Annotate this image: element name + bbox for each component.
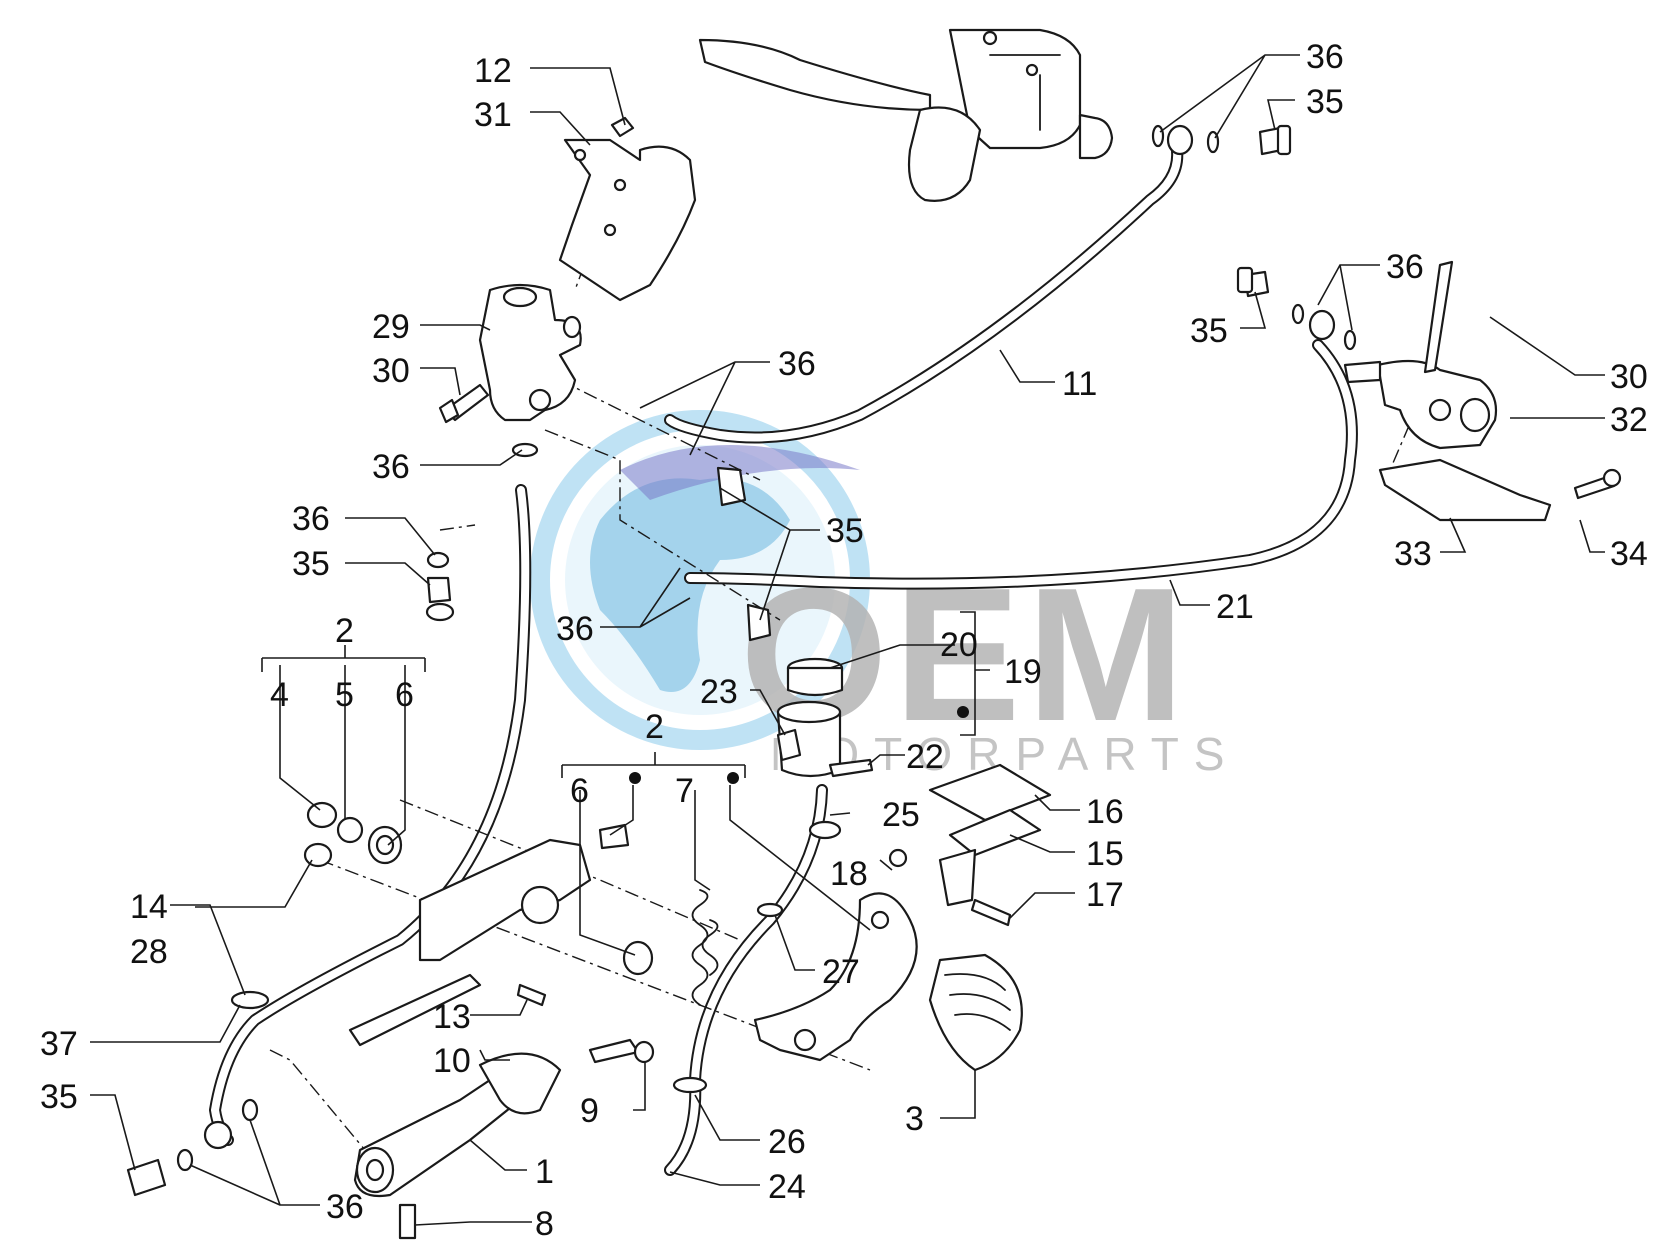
- callout-8: 8: [535, 1205, 554, 1243]
- callout-13: 13: [433, 998, 471, 1036]
- oem-motorparts-watermark: OEM MOTORPARTS: [530, 410, 1224, 780]
- callout-17: 17: [1086, 876, 1124, 914]
- banjo-bolt-35-left: [425, 551, 455, 622]
- callout-leaders: [90, 54, 1605, 1226]
- callout-labels: 12 31 36 35 29 30 36 11 36 36 35 36 35 3…: [40, 38, 1648, 1243]
- callout-14: 14: [130, 888, 168, 926]
- callout-24: 24: [768, 1168, 806, 1206]
- callout-35-left: 35: [292, 545, 330, 583]
- callout-35-top: 35: [1306, 83, 1344, 121]
- rear-master-cylinder-1: [353, 1038, 655, 1240]
- callout-30-right: 30: [1610, 358, 1648, 396]
- hose-24: [664, 784, 828, 1176]
- bracket-31: [558, 116, 697, 302]
- brake-splitter-29: [438, 283, 582, 424]
- callout-27: 27: [822, 953, 860, 991]
- callout-4: 4: [270, 676, 289, 714]
- clip-23: [776, 728, 802, 762]
- clamps: [230, 820, 842, 1094]
- reservoir-19: [776, 657, 844, 778]
- callout-11: 11: [1062, 365, 1097, 403]
- banjo-bolt-35-bottom: [126, 1098, 259, 1197]
- callout-16: 16: [1086, 793, 1124, 831]
- reference-dot: [957, 706, 969, 718]
- callout-5: 5: [335, 676, 354, 714]
- callout-3: 3: [905, 1100, 924, 1138]
- callout-21: 21: [1216, 588, 1254, 626]
- hose-11: [664, 134, 1184, 444]
- callout-25: 25: [882, 796, 920, 834]
- callout-35-mid: 35: [826, 512, 864, 550]
- callout-31: 31: [474, 96, 512, 134]
- banjo-bolt-35-right: [1236, 266, 1357, 351]
- callout-2-mid: 2: [645, 708, 664, 746]
- callout-26: 26: [768, 1123, 806, 1161]
- banjo-bolt-35-mid: [716, 466, 772, 642]
- callout-1: 1: [535, 1153, 554, 1191]
- callout-7: 7: [675, 772, 694, 810]
- spring-7: [691, 889, 719, 1006]
- hose-21: [684, 339, 1358, 590]
- rear-caliper-32: [1343, 260, 1622, 522]
- callout-10: 10: [433, 1042, 471, 1080]
- front-brake-master-cylinder: [698, 28, 1114, 202]
- callout-35-bottom: 35: [40, 1078, 78, 1116]
- callout-36-bottom: 36: [326, 1188, 364, 1226]
- callout-33: 33: [1394, 535, 1432, 573]
- screw-22: [828, 758, 874, 778]
- callout-12: 12: [474, 52, 512, 90]
- callout-35-right: 35: [1190, 312, 1228, 350]
- callout-23: 23: [700, 673, 738, 711]
- reference-dot: [727, 772, 739, 784]
- callout-37: 37: [40, 1025, 78, 1063]
- bolts-misc: [516, 848, 1012, 1007]
- nut-washer-group-2: [303, 801, 403, 868]
- hose-37: [209, 484, 532, 1146]
- callout-6-left: 6: [395, 676, 414, 714]
- reference-dot: [629, 772, 641, 784]
- pedal-bracket: [348, 823, 654, 1047]
- pedal-pad-15-16: [928, 763, 1052, 907]
- callout-36-right: 36: [1386, 248, 1424, 286]
- callout-36-mid: 36: [556, 610, 594, 648]
- callout-6-mid: 6: [570, 772, 589, 810]
- brake-pedal: [753, 892, 918, 1062]
- callout-36-left: 36: [292, 500, 330, 538]
- callout-28: 28: [130, 933, 168, 971]
- callout-9: 9: [580, 1092, 599, 1130]
- callout-18: 18: [830, 855, 868, 893]
- callout-29: 29: [372, 308, 410, 346]
- callout-15: 15: [1086, 835, 1124, 873]
- callout-36-splitter: 36: [372, 448, 410, 486]
- callout-36-hose11: 36: [778, 345, 816, 383]
- callout-20: 20: [940, 626, 978, 664]
- callout-32: 32: [1610, 401, 1648, 439]
- callout-30-left: 30: [372, 352, 410, 390]
- banjo-bolt-35-top: [1258, 124, 1292, 156]
- callout-2-left: 2: [335, 612, 354, 650]
- callout-22: 22: [906, 738, 944, 776]
- callout-19: 19: [1004, 653, 1042, 691]
- boot-3: [928, 953, 1023, 1072]
- callout-36-top: 36: [1306, 38, 1344, 76]
- callout-34: 34: [1610, 535, 1648, 573]
